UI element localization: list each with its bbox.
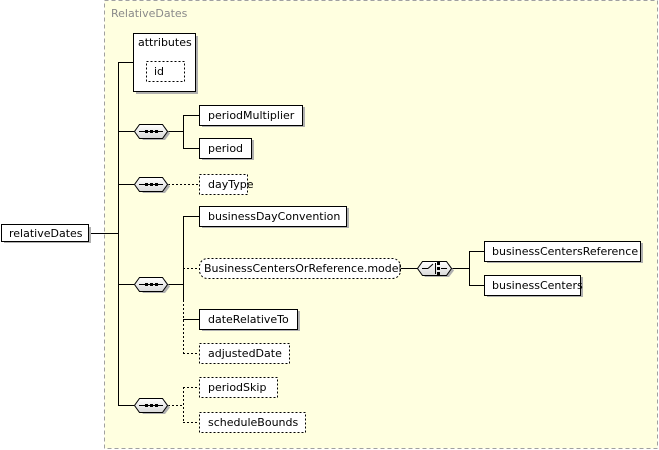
element-schedule-bounds[interactable]: scheduleBounds <box>199 412 306 433</box>
svg-text:periodMultiplier: periodMultiplier <box>208 109 295 122</box>
svg-text:dayType: dayType <box>208 178 254 191</box>
element-period-multiplier[interactable]: periodMultiplier <box>199 105 306 128</box>
svg-text:businessDayConvention: businessDayConvention <box>208 210 340 223</box>
svg-text:businessCentersReference: businessCentersReference <box>492 245 638 258</box>
svg-text:relativeDates: relativeDates <box>9 227 83 240</box>
element-period-skip[interactable]: periodSkip <box>199 377 278 398</box>
svg-text:dateRelativeTo: dateRelativeTo <box>208 313 289 326</box>
svg-text:period: period <box>208 142 243 155</box>
model-business-centers-or-reference[interactable]: BusinessCentersOrReference.model <box>199 258 402 279</box>
svg-text:businessCenters: businessCenters <box>492 279 583 292</box>
sequence-compositor-1 <box>133 124 170 140</box>
svg-text:periodSkip: periodSkip <box>208 381 266 394</box>
svg-text:adjustedDate: adjustedDate <box>208 347 282 360</box>
sequence-compositor-3 <box>133 277 170 293</box>
sequence-compositor-4 <box>133 398 170 414</box>
optional-connector-lines <box>168 184 199 423</box>
element-date-relative-to[interactable]: dateRelativeTo <box>199 309 301 332</box>
connector-lines <box>89 62 484 406</box>
group-title: RelativeDates <box>111 7 188 20</box>
attribute-id[interactable]: id <box>146 61 185 82</box>
svg-text:scheduleBounds: scheduleBounds <box>208 416 298 429</box>
element-business-centers[interactable]: businessCenters <box>484 275 584 298</box>
element-day-type[interactable]: dayType <box>199 174 254 195</box>
element-relative-dates[interactable]: relativeDates <box>1 224 92 244</box>
element-business-day-convention[interactable]: businessDayConvention <box>199 206 350 229</box>
element-adjusted-date[interactable]: adjustedDate <box>199 343 290 364</box>
sequence-compositor-2 <box>133 177 170 193</box>
svg-text:BusinessCentersOrReference.mod: BusinessCentersOrReference.model <box>204 262 402 275</box>
element-business-centers-reference[interactable]: businessCentersReference <box>484 241 644 264</box>
attributes-box: attributes <box>133 33 198 94</box>
svg-text:id: id <box>154 65 164 78</box>
svg-text:attributes: attributes <box>138 36 192 49</box>
element-period[interactable]: period <box>199 138 255 161</box>
choice-compositor <box>416 261 454 277</box>
